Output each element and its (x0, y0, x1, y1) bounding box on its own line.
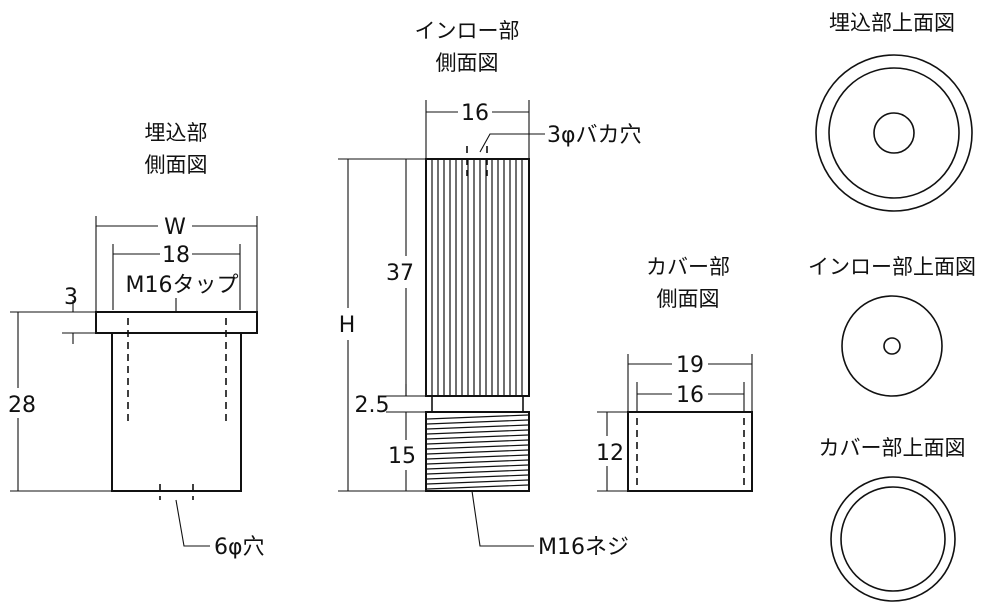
inlo-top-title: インロー部上面図 (808, 255, 976, 279)
thread-line (426, 474, 529, 480)
embed-hole-label: 6φ穴 (214, 535, 265, 560)
inlo-h-label: H (339, 313, 356, 338)
thread-line (426, 444, 529, 450)
inlo-top-view: インロー部上面図 (808, 255, 976, 397)
inlo-hole-leader (479, 133, 545, 153)
embed-top-bore (873, 112, 915, 154)
thread-line (426, 484, 529, 490)
embed-top-inner-circle (828, 67, 960, 199)
inlo-side-title-2: 側面図 (436, 51, 499, 75)
embed-28-label: 28 (8, 393, 36, 418)
embed-3-label: 3 (64, 285, 78, 310)
embed-top-view: 埋込部上面図 (815, 11, 973, 212)
thread-line (426, 419, 529, 425)
inlo-25-label: 2.5 (355, 393, 390, 418)
thread-line (426, 434, 529, 440)
inlo-side-title-1: インロー部 (415, 19, 520, 43)
thread-line (426, 429, 529, 435)
inlo-top-hole (883, 337, 901, 355)
cover-side-title-1: カバー部 (646, 255, 730, 279)
cover-12-label: 12 (596, 441, 624, 466)
thread-line (426, 424, 529, 430)
embed-side-view: 埋込部 側面図 W 18 M16タップ 3 28 (8, 121, 265, 560)
embed-top-title: 埋込部上面図 (829, 11, 955, 35)
inlo-thread-label: M16ネジ (538, 535, 629, 560)
cover-body (627, 411, 753, 492)
cover-top-outer-circle (830, 476, 956, 602)
thread-line (426, 449, 529, 455)
embed-body (111, 332, 242, 492)
thread-line (426, 469, 529, 475)
embed-side-title-2: 側面図 (145, 153, 208, 177)
thread-line (426, 464, 529, 470)
thread-line (426, 479, 529, 485)
thread-line (426, 459, 529, 465)
embed-top-outer-circle (815, 54, 973, 212)
inlo-thread-leader (471, 490, 534, 547)
cover-top-title: カバー部上面図 (819, 436, 966, 460)
cover-top-inner-circle (840, 486, 946, 592)
inlo-side-view: インロー部 側面図 16 3φバカ穴 H 37 (338, 19, 642, 560)
embed-flange (95, 311, 258, 334)
cover-side-title-2: 側面図 (657, 287, 720, 311)
cover-top-view: カバー部上面図 (819, 436, 966, 602)
embed-hole-leader (175, 499, 210, 547)
inlo-threads (426, 414, 529, 490)
inlo-top-outer-circle (841, 295, 943, 397)
thread-line (426, 454, 529, 460)
embed-18-label: 18 (162, 243, 190, 268)
inlo-hole-label: 3φバカ穴 (547, 123, 642, 148)
cover-side-view: カバー部 側面図 19 16 12 (596, 255, 753, 492)
embed-side-title-1: 埋込部 (145, 121, 208, 145)
inlo-flutes (431, 160, 523, 395)
embed-w-label: W (164, 215, 186, 240)
thread-line (426, 439, 529, 445)
inlo-37-label: 37 (386, 261, 414, 286)
inlo-16-label: 16 (461, 101, 489, 126)
embed-tap-label: M16タップ (126, 273, 239, 298)
inlo-15-label: 15 (388, 444, 416, 469)
inlo-fluted-body (425, 158, 530, 397)
cover-19-label: 19 (676, 353, 704, 378)
thread-line (426, 414, 529, 420)
cover-16-label: 16 (676, 383, 704, 408)
